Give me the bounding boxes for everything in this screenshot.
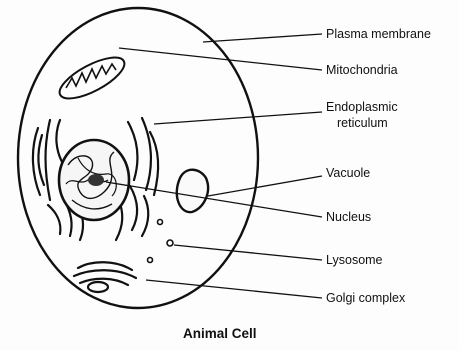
lysosome-label: Lysosome	[326, 253, 383, 267]
vacuole-shape	[177, 170, 208, 212]
mitochondria-label: Mitochondria	[326, 63, 398, 77]
plasma-membrane-label: Plasma membrane	[326, 27, 431, 41]
nucleus-shape	[59, 140, 129, 220]
nucleus-label: Nucleus	[326, 210, 371, 224]
mitochondrion-shape	[54, 50, 130, 107]
golgi-complex-label: Golgi complex	[326, 291, 405, 305]
endoplasmic-label: Endoplasmic	[326, 100, 398, 114]
leader-lines	[106, 34, 322, 298]
lysosome-shapes	[148, 220, 174, 263]
diagram-caption: Animal Cell	[183, 326, 257, 341]
vacuole-label: Vacuole	[326, 166, 370, 180]
golgi-complex-shape	[74, 262, 136, 292]
reticulum-label: reticulum	[337, 116, 388, 130]
